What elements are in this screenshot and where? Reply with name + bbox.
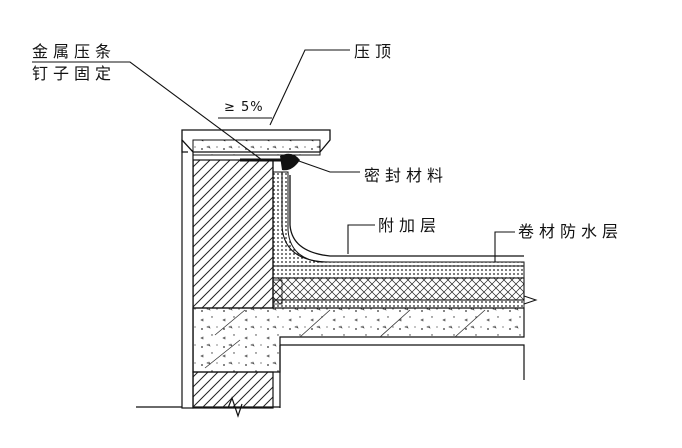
label-coping: 压顶 — [354, 42, 397, 61]
label-waterproof-membrane: 卷材防水层 — [518, 222, 624, 241]
membrane-fillet — [272, 171, 525, 267]
interior-ceiling — [280, 344, 525, 380]
protection-layer — [272, 265, 525, 279]
brick-wall — [192, 159, 274, 309]
break-mark — [227, 396, 243, 418]
wall-plaster — [181, 139, 194, 409]
coping-concrete — [192, 139, 321, 156]
sealant — [280, 153, 300, 171]
label-sealant: 密封材料 — [364, 166, 449, 185]
roof-slab — [192, 307, 525, 373]
additional-layer-line — [281, 172, 331, 263]
drip-edge — [181, 140, 188, 153]
label-additional-layer: 附加层 — [378, 216, 442, 235]
membrane-top-line — [289, 175, 524, 257]
slab-hatch — [204, 309, 486, 369]
label-nail-fixing: 钉子固定 — [32, 64, 117, 83]
insulation-layer — [272, 277, 525, 301]
screed-layer — [272, 299, 525, 309]
grout-column — [272, 279, 283, 305]
label-metal-strip: 金属压条 — [32, 42, 117, 61]
membrane-break — [523, 295, 538, 305]
label-slope: ≥ 5% — [224, 100, 264, 115]
leader-lines — [32, 49, 515, 262]
